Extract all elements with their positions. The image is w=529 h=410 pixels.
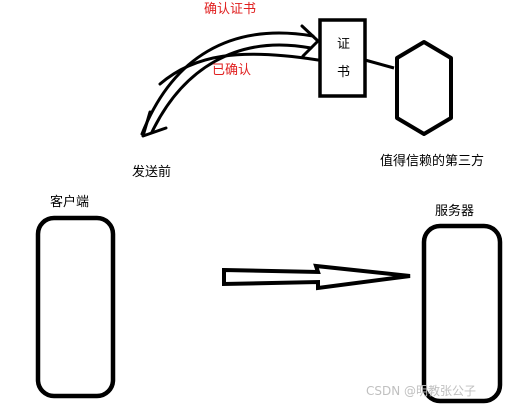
certificate-char-2: 书 xyxy=(337,65,351,80)
confirmed-label: 已确认 xyxy=(212,63,252,78)
watermark: CSDN @明教张公子 xyxy=(366,384,477,398)
certificate-char-1: 证 xyxy=(337,37,351,52)
server-label: 服务器 xyxy=(435,204,475,219)
client-box xyxy=(35,215,116,399)
transfer-arrow xyxy=(222,263,411,291)
confirm-cert-label: 确认证书 xyxy=(204,2,257,17)
client-label: 客户端 xyxy=(50,195,90,210)
third-party-label: 值得信赖的第三方 xyxy=(380,154,485,169)
server-box xyxy=(421,223,503,404)
certificate-connector xyxy=(364,58,395,70)
before-send-label: 发送前 xyxy=(132,165,172,180)
third-party-hexagon xyxy=(395,40,453,136)
certificate-box xyxy=(318,18,367,98)
confirm-arrow xyxy=(140,24,320,138)
